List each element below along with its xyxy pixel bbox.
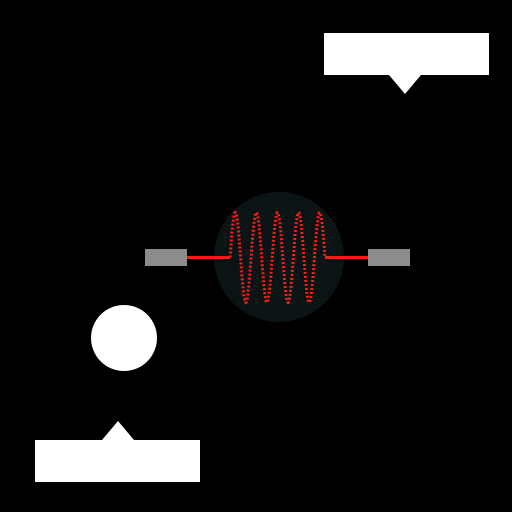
speech-bubble-top-pointer (389, 75, 421, 94)
white-ball[interactable] (91, 305, 157, 371)
speech-bubble-bottom-pointer (102, 421, 134, 440)
speech-bubble-bottom (35, 421, 200, 482)
left-terminal (145, 249, 187, 266)
heating-coil (228, 210, 327, 305)
right-terminal (368, 249, 410, 266)
resistor-coil-icon[interactable] (140, 185, 420, 330)
coil-halo (214, 192, 344, 322)
speech-bubble-top (324, 33, 489, 94)
